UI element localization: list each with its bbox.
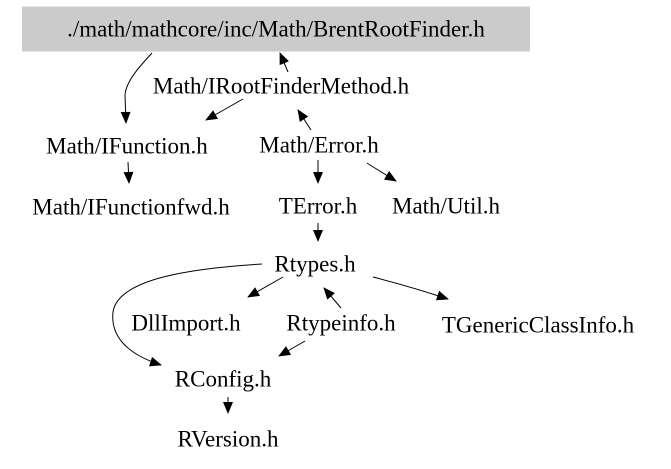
node-ifunctionfwd[interactable]: Math/IFunctionfwd.h	[32, 194, 230, 220]
node-brentrootfinder[interactable]: ./math/mathcore/inc/Math/BrentRootFinder…	[22, 6, 530, 52]
node-ifunction[interactable]: Math/IFunction.h	[46, 133, 208, 159]
node-rtypes[interactable]: Rtypes.h	[274, 251, 356, 277]
node-tgenericclassinfo[interactable]: TGenericClassInfo.h	[441, 312, 635, 338]
edge-rtypeinfo-to-rconfig	[278, 340, 306, 357]
node-rconfig[interactable]: RConfig.h	[174, 366, 272, 392]
edge-rtypes-to-tgenericclassinfo	[372, 276, 449, 301]
node-util[interactable]: Math/Util.h	[392, 193, 500, 219]
node-error[interactable]: Math/Error.h	[259, 132, 379, 158]
edge-error-to-irootfindermethod	[297, 109, 312, 131]
edge-irootfindermethod-to-ifunction	[205, 98, 244, 121]
node-rtypeinfo[interactable]: Rtypeinfo.h	[286, 310, 396, 336]
node-irootfindermethod[interactable]: Math/IRootFinderMethod.h	[152, 73, 410, 99]
edge-rtypeinfo-to-rtypes	[323, 287, 342, 309]
edge-irootfindermethod-to-brentrootfinder	[279, 52, 289, 73]
node-rversion[interactable]: RVersion.h	[177, 426, 279, 452]
edge-brentrootfinder-to-ifunction	[120, 52, 153, 124]
edge-rtypes-to-dllimport	[247, 276, 284, 298]
edge-ifunction-to-ifunctionfwd	[123, 161, 134, 184]
node-dllimport[interactable]: DllImport.h	[131, 310, 241, 336]
node-terror[interactable]: TError.h	[278, 193, 358, 219]
edge-error-to-util	[366, 162, 397, 182]
